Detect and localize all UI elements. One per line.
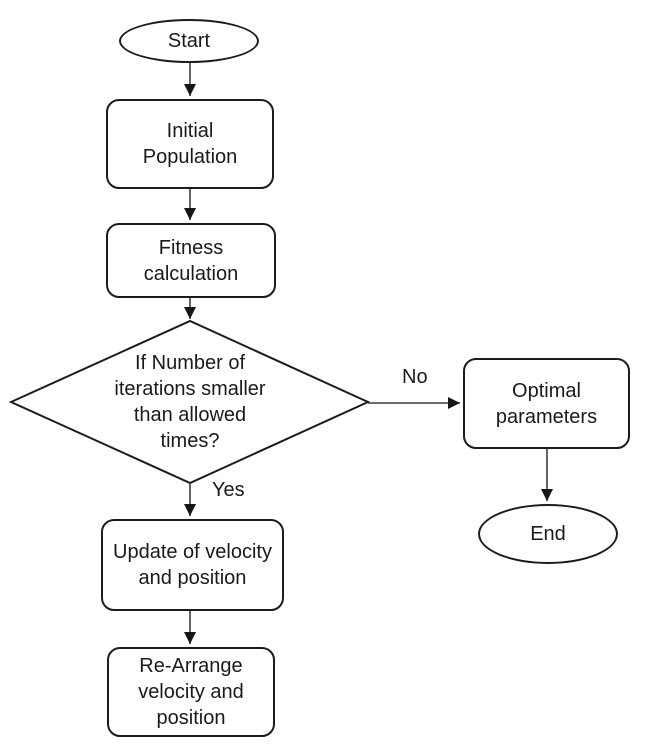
node-rearrange-velocity: Re-Arrange velocity and position <box>107 647 275 737</box>
node-initial-population-label: Initial Population <box>142 120 238 168</box>
node-rearrange-velocity-label: Re-Arrange velocity and position <box>138 655 244 729</box>
node-fitness-calculation: Fitness calculation <box>106 223 276 298</box>
node-end-label: End <box>530 523 566 545</box>
node-fitness-calculation-label: Fitness calculation <box>143 236 239 285</box>
node-update-velocity: Update of velocity and position <box>101 519 284 611</box>
edge-label-no: No <box>402 366 428 388</box>
node-optimal-parameters: Optimal parameters <box>463 358 630 449</box>
node-optimal-parameters-label: Optimal parameters <box>495 379 598 428</box>
edge-label-yes: Yes <box>212 479 245 501</box>
node-iteration-check-label: If Number of iterations smaller than all… <box>114 352 266 452</box>
node-start-label: Start <box>167 30 211 52</box>
node-start: Start <box>119 19 259 63</box>
node-initial-population: Initial Population <box>106 99 274 189</box>
decision-diamond-shape <box>8 319 371 485</box>
node-update-velocity-label: Update of velocity and position <box>113 541 272 589</box>
node-end: End <box>478 504 618 564</box>
